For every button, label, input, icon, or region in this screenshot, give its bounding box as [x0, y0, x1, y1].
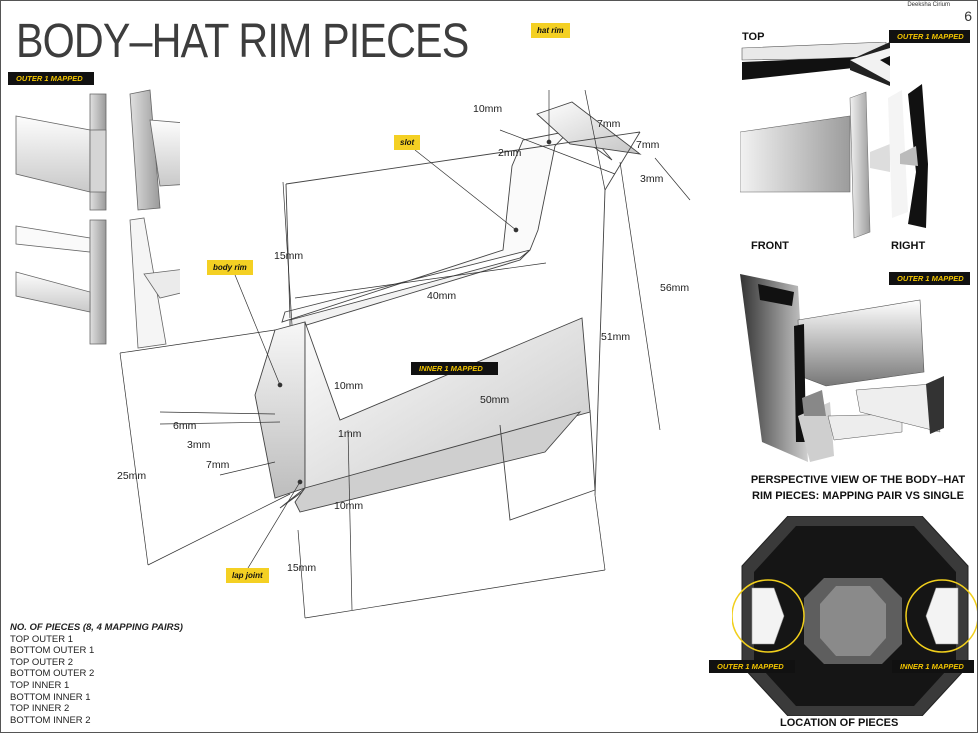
dim-3mm-top: 3mm	[640, 173, 664, 185]
tag-outer-top-right: OUTER 1 MAPPED	[889, 30, 970, 43]
dim-1mm: 1mm	[338, 428, 362, 440]
dim-25mm: 25mm	[117, 470, 147, 482]
pieces-list: NO. OF PIECES (8, 4 MAPPING PAIRS) TOP O…	[10, 622, 183, 726]
tag-inner-center: INNER 1 MAPPED	[411, 362, 498, 375]
technical-drawing	[119, 90, 691, 619]
page-title: BODY–HAT RIM PIECES	[16, 15, 469, 68]
dim-40mm: 40mm	[427, 290, 457, 302]
dim-56mm: 56mm	[660, 282, 690, 294]
callout-body-rim: body rim	[207, 260, 253, 275]
page-number: 6	[964, 8, 972, 24]
list-item: TOP OUTER 2	[10, 656, 73, 668]
tag-inner-location: INNER 1 MAPPED	[892, 660, 974, 673]
tag-outer-left: OUTER 1 MAPPED	[8, 72, 94, 85]
view-label-right: RIGHT	[891, 240, 926, 252]
list-item: BOTTOM INNER 2	[10, 714, 91, 726]
list-item: TOP OUTER 1	[10, 633, 73, 645]
location-caption: LOCATION OF PIECES	[780, 717, 899, 729]
tag-outer-location: OUTER 1 MAPPED	[709, 660, 795, 673]
dim-15mm-low: 15mm	[287, 562, 317, 574]
dim-7mm-a: 7mm	[597, 118, 621, 130]
dim-10mm-low: 10mm	[334, 500, 364, 512]
list-item: BOTTOM INNER 1	[10, 691, 91, 703]
list-item: BOTTOM OUTER 1	[10, 645, 95, 657]
callout-hat-rim: hat rim	[531, 23, 570, 38]
dim-6mm: 6mm	[173, 420, 197, 432]
tag-outer-mid-right: OUTER 1 MAPPED	[889, 272, 970, 285]
dim-51mm: 51mm	[601, 331, 631, 343]
pieces-sketch	[15, 89, 180, 349]
author-label: Deeksha Cirium	[907, 2, 950, 8]
view-label-top: TOP	[742, 31, 765, 43]
dim-7mm-left: 7mm	[206, 459, 230, 471]
dim-7mm-b: 7mm	[636, 139, 660, 151]
callout-slot: slot	[394, 135, 421, 150]
list-item: TOP INNER 2	[10, 703, 70, 715]
dim-10mm-top: 10mm	[473, 103, 503, 115]
orthographic-views	[740, 42, 928, 239]
dim-50mm: 50mm	[480, 394, 510, 406]
dim-10mm-mid: 10mm	[334, 380, 364, 392]
perspective-render	[740, 274, 944, 462]
dim-3mm-left: 3mm	[187, 439, 211, 451]
location-render	[732, 516, 977, 716]
list-item: BOTTOM OUTER 2	[10, 668, 95, 680]
pieces-heading: NO. OF PIECES (8, 4 MAPPING PAIRS)	[10, 622, 183, 633]
view-label-front: FRONT	[751, 240, 789, 252]
callout-lap-joint: lap joint	[226, 568, 269, 583]
list-item: TOP INNER 1	[10, 679, 70, 691]
perspective-caption: PERSPECTIVE VIEW OF THE BODY–HAT RIM PIE…	[750, 474, 966, 502]
dim-2mm: 2mm	[498, 147, 522, 159]
dim-15mm-top: 15mm	[274, 250, 304, 262]
